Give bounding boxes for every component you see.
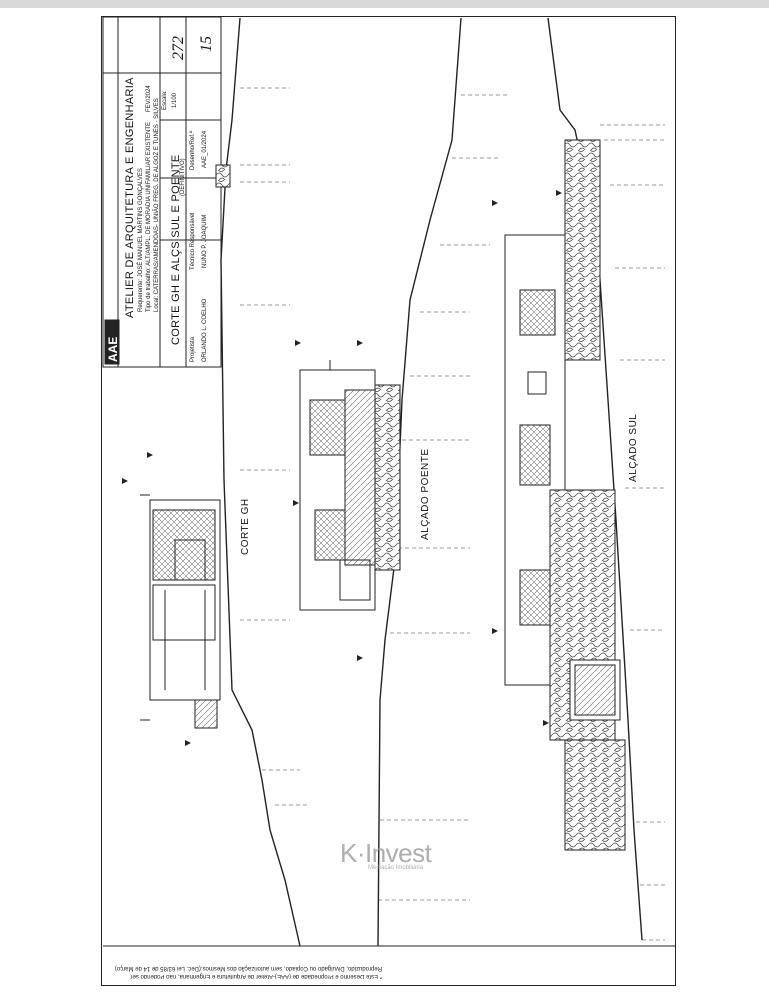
firm-name: ATELIER DE ARQUITETURA E ENGENHARIA bbox=[124, 77, 136, 318]
top-bar bbox=[0, 0, 769, 8]
logo: AAE bbox=[106, 336, 120, 362]
watermark-tagline: Mediação Imobiliária bbox=[368, 865, 424, 871]
definitivo: (DEFINITIVO) bbox=[180, 158, 186, 196]
desenho-label: Desenho/Ref.ª bbox=[190, 131, 196, 170]
sheet-number: 15 bbox=[198, 36, 215, 52]
tipo-trabalho: Tipo de trabalho: ALT/AMPL. DE MORADIA U… bbox=[146, 121, 152, 312]
level-markers bbox=[122, 190, 562, 746]
title-block-frame bbox=[102, 16, 222, 368]
elevation-south bbox=[504, 139, 626, 851]
view-label-corte: CORTE GH bbox=[240, 498, 251, 555]
view-label-sul: ALÇADO SUL bbox=[628, 413, 639, 482]
tecnico-name: NUNO P. JOAQUIM bbox=[202, 214, 208, 268]
requerente: Requerente: JOSÉ MANUEL MARTINS GONÇALVE… bbox=[138, 168, 144, 312]
section-gh bbox=[140, 164, 231, 729]
footer-note-text: * Este Desenho é Propriedade de (AAE)-At… bbox=[114, 965, 382, 979]
terrain-lines bbox=[220, 17, 643, 947]
elevation-west bbox=[299, 360, 401, 611]
escala-label: Escala: bbox=[162, 90, 168, 110]
date: FEV/2024 bbox=[146, 85, 152, 112]
view-label-poente: ALÇADO POENTE bbox=[420, 448, 431, 540]
projetista-label: Projetista bbox=[190, 336, 196, 362]
footer-note: * Este Desenho é Propriedade de (AAE)-At… bbox=[112, 964, 382, 980]
watermark-name: K·Invest bbox=[340, 838, 432, 868]
desenho-value: AAE_01/2024 bbox=[202, 130, 208, 168]
escala-value: 1/100 bbox=[172, 92, 178, 108]
level-guides bbox=[240, 87, 665, 941]
tecnico-label: Técnico Responsável bbox=[190, 212, 196, 270]
local: Local: CATERRAS/AMENDOAS- UNIÃO FREG. DE… bbox=[154, 98, 160, 312]
projetista-name: ORLANDO L. COELHO bbox=[202, 298, 208, 362]
page-number: 272 bbox=[170, 36, 187, 60]
watermark: K·Invest Mediação Imobiliária bbox=[340, 838, 432, 871]
